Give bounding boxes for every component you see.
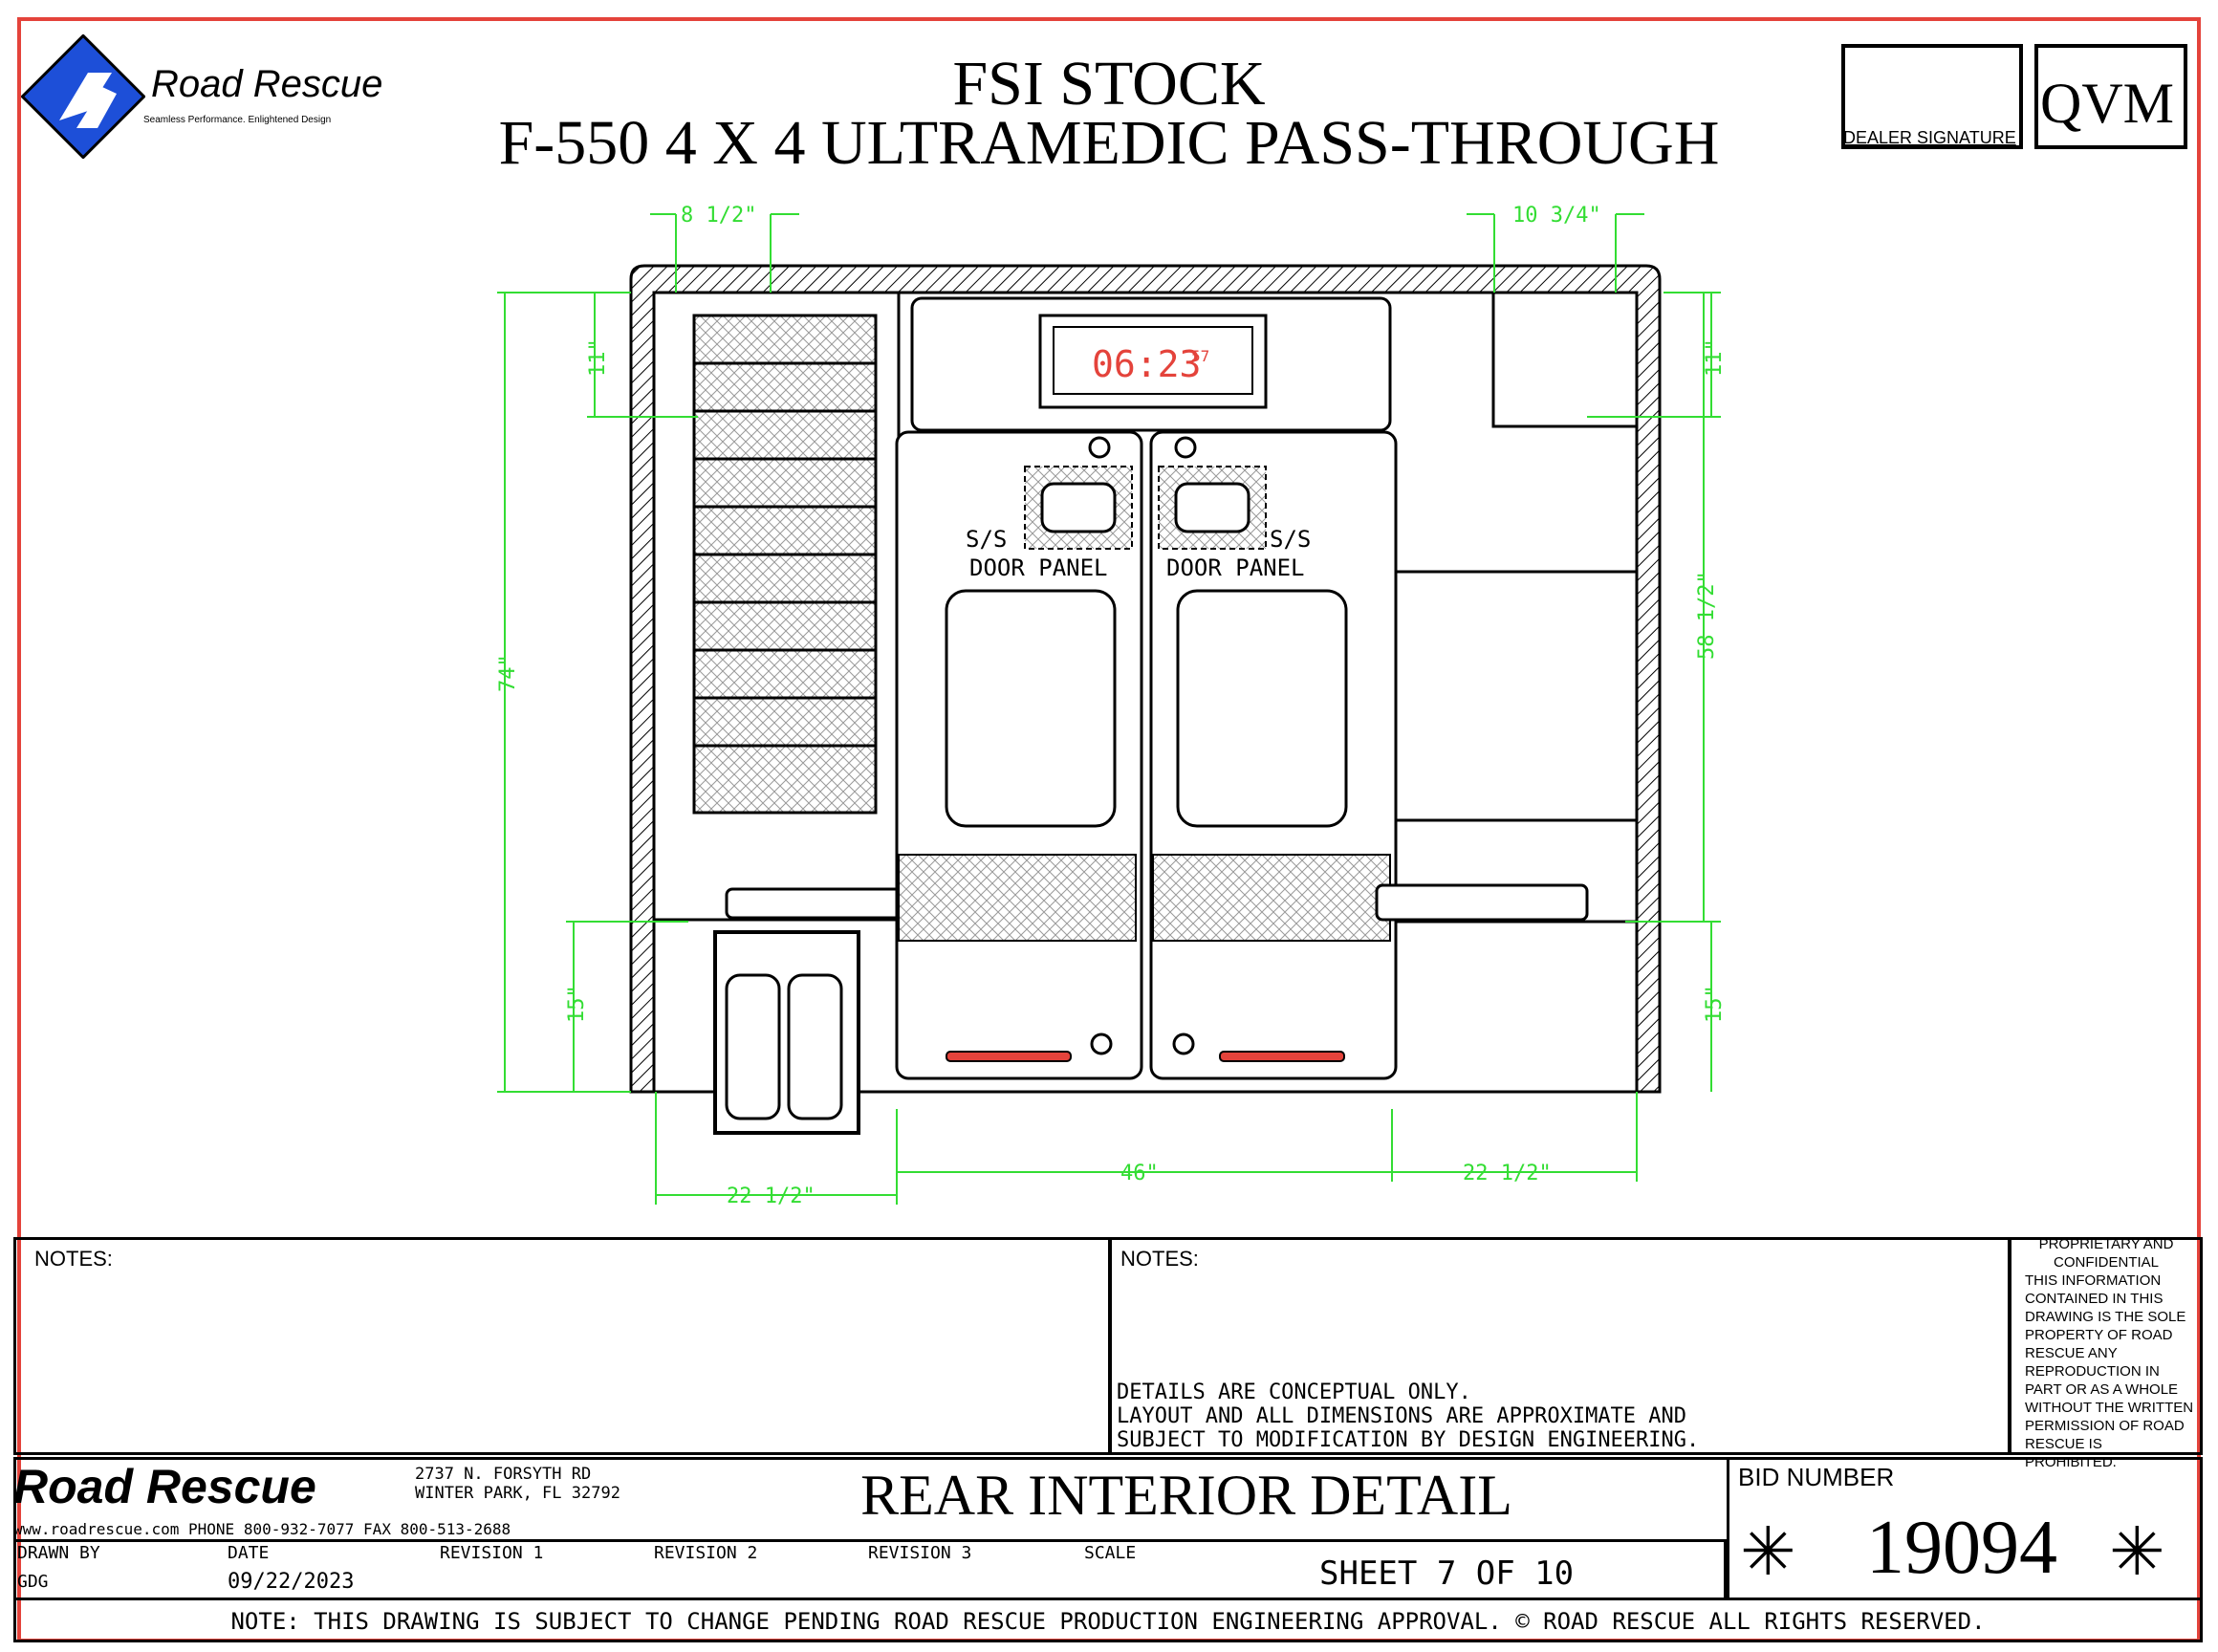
dim-bottom-mid: 46" <box>1120 1162 1159 1185</box>
dealer-signature-label: DEALER SIGNATURE <box>1843 128 2016 147</box>
notes-label-left: NOTES: <box>34 1247 113 1271</box>
road-rescue-logo-icon <box>21 34 145 159</box>
title-line-2: F-550 4 X 4 ULTRAMEDIC PASS-THROUGH <box>498 108 1720 178</box>
dim-bottom-right: 22 1/2" <box>1463 1162 1552 1185</box>
logo-tagline: Seamless Performance. Enlightened Design <box>143 115 332 125</box>
contact-line: www.roadrescue.com PHONE 800-932-7077 FA… <box>13 1520 511 1538</box>
dim-left-height: 74" <box>496 654 520 692</box>
revision-1: REVISION 1 <box>440 1543 544 1563</box>
dim-bottom-left: 22 1/2" <box>727 1185 815 1208</box>
dealer-signature-box[interactable] <box>1841 44 2023 149</box>
drawn-by-value: GDG <box>17 1572 49 1592</box>
qvm-badge <box>2034 44 2187 149</box>
dim-right-mid: 58 1/2" <box>1695 571 1719 660</box>
title-line-1: FSI STOCK <box>952 49 1266 119</box>
dim-top-left: 8 1/2" <box>681 204 756 228</box>
proprietary-box <box>2008 1237 2203 1455</box>
date-value: 09/22/2023 <box>228 1570 355 1594</box>
notes-text: DETAILS ARE CONCEPTUAL ONLY. LAYOUT AND … <box>1117 1380 1699 1452</box>
bid-label: BID NUMBER <box>1738 1463 1895 1491</box>
revision-3: REVISION 3 <box>868 1543 972 1563</box>
dim-right-upper: 11" <box>1703 338 1727 377</box>
ss-label-right: S/S <box>1270 526 1311 553</box>
logo-brand-name: Road Rescue <box>151 63 383 105</box>
dim-top-right: 10 3/4" <box>1512 204 1601 228</box>
clock-seconds: 57 <box>1191 347 1209 365</box>
ss-label-left: S/S <box>966 526 1007 553</box>
date-label: DATE <box>228 1543 270 1563</box>
qvm-text: QVM <box>2040 72 2175 135</box>
door-panel-label-right: DOOR PANEL <box>1166 554 1305 581</box>
proprietary-body: THIS INFORMATION CONTAINED IN THIS DRAWI… <box>2025 1272 2194 1470</box>
scale-label: SCALE <box>1084 1543 1137 1563</box>
proprietary-title: PROPRIETARY AND CONFIDENTIAL <box>2038 1236 2174 1271</box>
bid-box <box>1727 1457 2203 1600</box>
address-line-2: WINTER PARK, FL 32792 <box>415 1484 620 1503</box>
footer-note: NOTE: THIS DRAWING IS SUBJECT TO CHANGE … <box>230 1608 1986 1635</box>
star-of-life-icon-right: ✳ <box>2109 1514 2165 1589</box>
revision-row <box>13 1539 1727 1600</box>
address-line-1: 2737 N. FORSYTH RD <box>415 1465 592 1484</box>
proprietary-notice: PROPRIETARY AND CONFIDENTIAL THIS INFORM… <box>2015 1235 2197 1471</box>
notes-label-right: NOTES: <box>1120 1247 1199 1271</box>
rear-interior-drawing: 06:23 57 S/S DOOR PANEL S/S DOOR PANEL <box>496 204 1727 1208</box>
star-of-life-icon-left: ✳ <box>1740 1514 1796 1589</box>
dim-right-lower: 15" <box>1703 985 1727 1023</box>
drawn-by-label: DRAWN BY <box>17 1543 100 1563</box>
dim-left-lower: 15" <box>565 985 589 1023</box>
bid-number: 19094 <box>1866 1506 2057 1590</box>
clock-time: 06:23 <box>1092 343 1201 385</box>
door-panel-label-left: DOOR PANEL <box>969 554 1108 581</box>
revision-2: REVISION 2 <box>654 1543 758 1563</box>
title-block-brand: Road Rescue <box>13 1460 316 1513</box>
notes-line-1: DETAILS ARE CONCEPTUAL ONLY. <box>1117 1380 1471 1404</box>
dim-left-upper: 11" <box>586 338 610 377</box>
notes-line-3: SUBJECT TO MODIFICATION BY DESIGN ENGINE… <box>1117 1428 1700 1452</box>
notes-box-left <box>13 1237 1111 1455</box>
sheet-number: SHEET 7 OF 10 <box>1319 1554 1575 1593</box>
notes-line-2: LAYOUT AND ALL DIMENSIONS ARE APPROXIMAT… <box>1117 1404 1687 1428</box>
drawing-title: REAR INTERIOR DETAIL <box>860 1464 1512 1527</box>
